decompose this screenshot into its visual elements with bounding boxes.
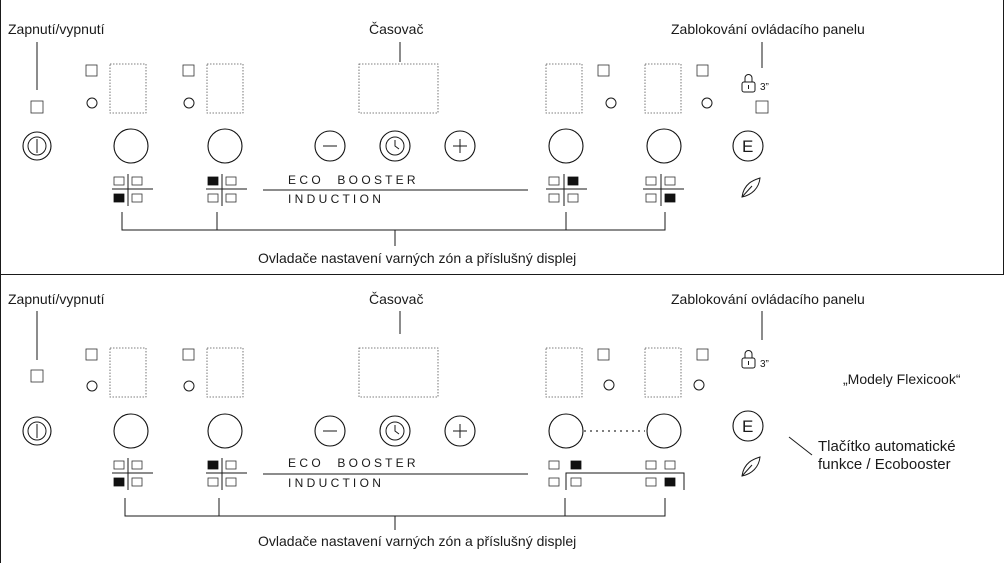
eco-booster-text: E C O B O O S T E R — [288, 173, 416, 187]
power-indicator — [30, 369, 44, 383]
zones-bracket — [121, 212, 666, 231]
zone2-indicator — [182, 348, 195, 361]
timer-icon — [385, 136, 405, 156]
lock-duration: 3” — [760, 82, 769, 93]
zone4-flex-indicator — [643, 174, 684, 206]
zone1-timer-icon — [86, 97, 98, 109]
zone2-display — [206, 347, 244, 398]
panel-standard: Zapnutí/vypnutí Časovač Zablokování ovlá… — [8, 21, 865, 266]
zone3-flex-indicator — [546, 174, 587, 206]
zone4-indicator — [696, 348, 709, 361]
zone3-indicator — [597, 348, 610, 361]
lock-label: Zablokování ovládacího panelu — [671, 291, 865, 307]
zone4-timer-icon — [693, 379, 705, 391]
zone2-timer-icon — [183, 380, 195, 392]
auto-function-label-2: funkce / Ecobooster — [818, 456, 951, 473]
zone1-display — [109, 63, 147, 114]
zones-bracket — [124, 498, 666, 517]
power-icon — [27, 421, 47, 441]
zone1-indicator — [85, 64, 98, 77]
zone2-indicator — [182, 64, 195, 77]
zone1-timer-icon — [86, 380, 98, 392]
power-button[interactable] — [22, 416, 52, 446]
timer-display — [358, 63, 439, 114]
timer-label: Časovač — [369, 21, 423, 37]
power-indicator — [30, 100, 44, 114]
zone2-button[interactable] — [207, 128, 243, 164]
flexi-zone-indicator — [548, 460, 685, 490]
zone3-timer-icon — [605, 97, 617, 109]
zone3-button[interactable] — [548, 413, 584, 449]
zone3-display — [545, 347, 583, 398]
zone1-button[interactable] — [113, 413, 149, 449]
auto-function-icon: E — [742, 417, 753, 436]
zone4-timer-icon — [701, 97, 713, 109]
zone4-button[interactable] — [646, 413, 682, 449]
zone1-indicator — [85, 348, 98, 361]
timer-button[interactable] — [379, 415, 411, 447]
induction-text: I N D U C T I O N — [288, 192, 381, 206]
zone1-flex-indicator — [112, 174, 153, 206]
zone2-button[interactable] — [207, 413, 243, 449]
timer-button[interactable] — [379, 130, 411, 162]
induction-text: I N D U C T I O N — [288, 476, 381, 490]
zone2-display — [206, 63, 244, 114]
timer-display — [358, 347, 439, 398]
zone3-display — [545, 63, 583, 114]
zone3-button[interactable] — [548, 128, 584, 164]
zone4-display — [644, 347, 682, 398]
zones-label: Ovladače nastavení varných zón a přísluš… — [258, 250, 576, 266]
zone4-indicator — [696, 64, 709, 77]
plus-icon — [453, 424, 467, 438]
zone4-display — [644, 63, 682, 114]
flexicook-model-label: „Modely Flexicook“ — [843, 371, 961, 387]
zone1-display — [109, 347, 147, 398]
lock-duration: 3” — [760, 359, 769, 370]
zone2-flex-indicator — [206, 458, 247, 490]
zone1-button[interactable] — [113, 128, 149, 164]
zone3-indicator — [597, 64, 610, 77]
minus-button[interactable] — [314, 130, 346, 162]
auto-function-leader — [788, 436, 813, 456]
zone3-timer-icon — [603, 379, 615, 391]
power-label: Zapnutí/vypnutí — [8, 21, 105, 37]
power-label: Zapnutí/vypnutí — [8, 291, 105, 307]
plus-button[interactable] — [444, 130, 476, 162]
timer-label: Časovač — [369, 291, 423, 307]
zone1-flex-indicator — [112, 458, 153, 490]
zone2-flex-indicator — [206, 174, 247, 206]
eco-booster-text: E C O B O O S T E R — [288, 456, 416, 470]
plus-icon — [453, 139, 467, 153]
zone4-button[interactable] — [646, 128, 682, 164]
panel-flexicook: Zapnutí/vypnutí Časovač Zablokování ovlá… — [8, 291, 961, 549]
minus-button[interactable] — [314, 415, 346, 447]
lock-icon — [741, 74, 756, 93]
lock-icon — [741, 350, 756, 369]
leaf-icon — [741, 456, 761, 477]
timer-icon — [385, 421, 405, 441]
power-icon — [27, 136, 47, 156]
plus-button[interactable] — [444, 415, 476, 447]
auto-function-icon: E — [742, 137, 753, 156]
leaf-icon — [741, 177, 761, 198]
auto-function-label-1: Tlačítko automatické — [818, 438, 956, 455]
zones-label: Ovladače nastavení varných zón a přísluš… — [258, 533, 576, 549]
auto-function-button[interactable]: E — [732, 410, 764, 442]
lock-indicator — [755, 100, 769, 114]
power-button[interactable] — [22, 131, 52, 161]
lock-label: Zablokování ovládacího panelu — [671, 21, 865, 37]
zone2-timer-icon — [183, 97, 195, 109]
auto-function-button[interactable]: E — [732, 130, 764, 162]
